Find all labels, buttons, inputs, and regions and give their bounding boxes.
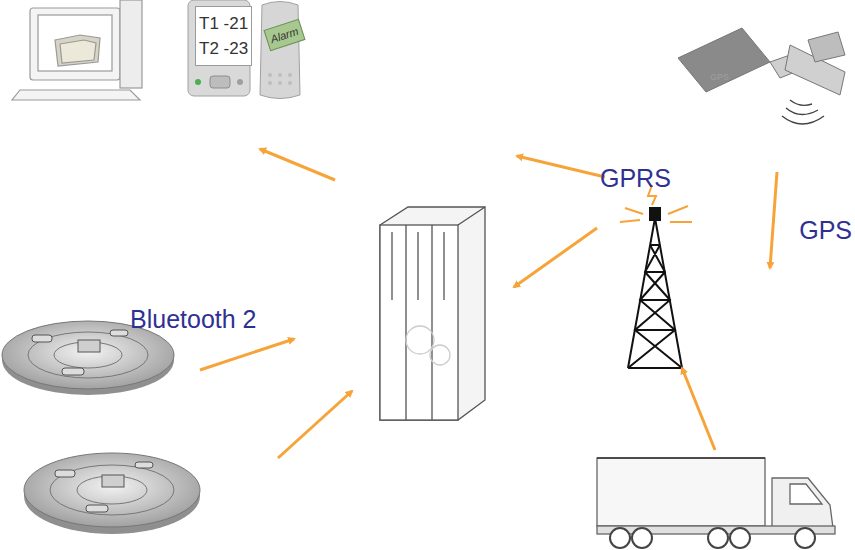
- display-text: GPS: [710, 72, 729, 82]
- satellite-icon: [678, 28, 845, 124]
- phone-icon: [260, 2, 300, 99]
- display-text: T2 -23: [199, 36, 248, 61]
- server-cabinet: [380, 207, 485, 420]
- computer-icon: [12, 0, 142, 100]
- display-text: Alarm: [269, 25, 300, 45]
- network-label: GPS: [799, 218, 852, 243]
- flow-arrow: [200, 149, 777, 458]
- sensor-disc: [2, 321, 174, 395]
- connection-label: Bluetooth 2: [130, 307, 257, 332]
- network-label: GPRS: [600, 166, 671, 191]
- satellite-mark: GPS: [708, 72, 731, 82]
- display-text: T1 -21: [199, 11, 248, 36]
- cell-tower: [620, 185, 692, 368]
- sensor-disc: [24, 453, 200, 534]
- truck: [597, 458, 835, 548]
- pda-display: T1 -21T2 -23: [195, 6, 252, 66]
